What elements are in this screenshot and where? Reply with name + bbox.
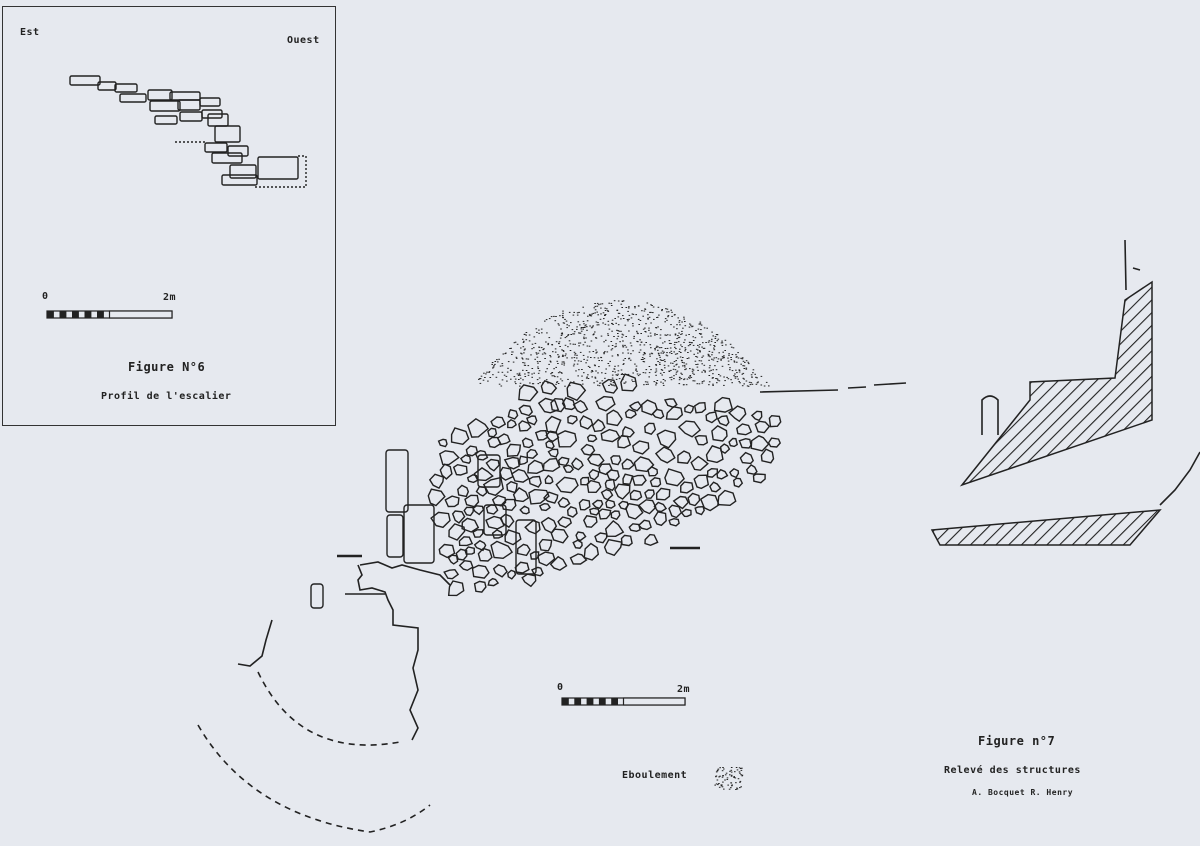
ground-line (759, 382, 907, 393)
inset-scale-end: 2m (163, 292, 177, 303)
inset-figure-caption: Profil de l'escalier (101, 391, 232, 402)
hatched-wall-south (930, 509, 1162, 546)
label-east: Est (20, 27, 40, 38)
small-stone (310, 583, 324, 609)
scale-bars (46, 310, 686, 706)
label-west: Ouest (287, 35, 320, 46)
inset-frame (2, 6, 336, 426)
hatched-walls (930, 280, 1162, 546)
main-figure-title: Figure n°7 (978, 734, 1056, 748)
main-scale-start: 0 (557, 682, 564, 693)
wall-outline (357, 564, 419, 741)
inset-scale-start: 0 (42, 291, 49, 302)
rubble-stipple-area (478, 300, 770, 790)
apse-dashed-outer (197, 724, 431, 833)
inset-scale-bar (46, 310, 173, 319)
authors: A. Bocquet R. Henry (972, 788, 1074, 797)
apse-dashed-inner (257, 671, 401, 746)
structure-outlines (197, 239, 1200, 833)
hatched-wall-east (959, 280, 1153, 487)
inset-figure-title: Figure N°6 (128, 360, 206, 374)
main-scale-bar (561, 697, 686, 706)
staircase-profile-drawing (69, 75, 307, 188)
main-figure-caption: Relevé des structures (944, 765, 1081, 776)
stone-blocks (310, 373, 782, 609)
legend-label: Eboulement (622, 770, 688, 781)
main-scale-end: 2m (677, 684, 691, 695)
apse-wall (237, 619, 273, 667)
